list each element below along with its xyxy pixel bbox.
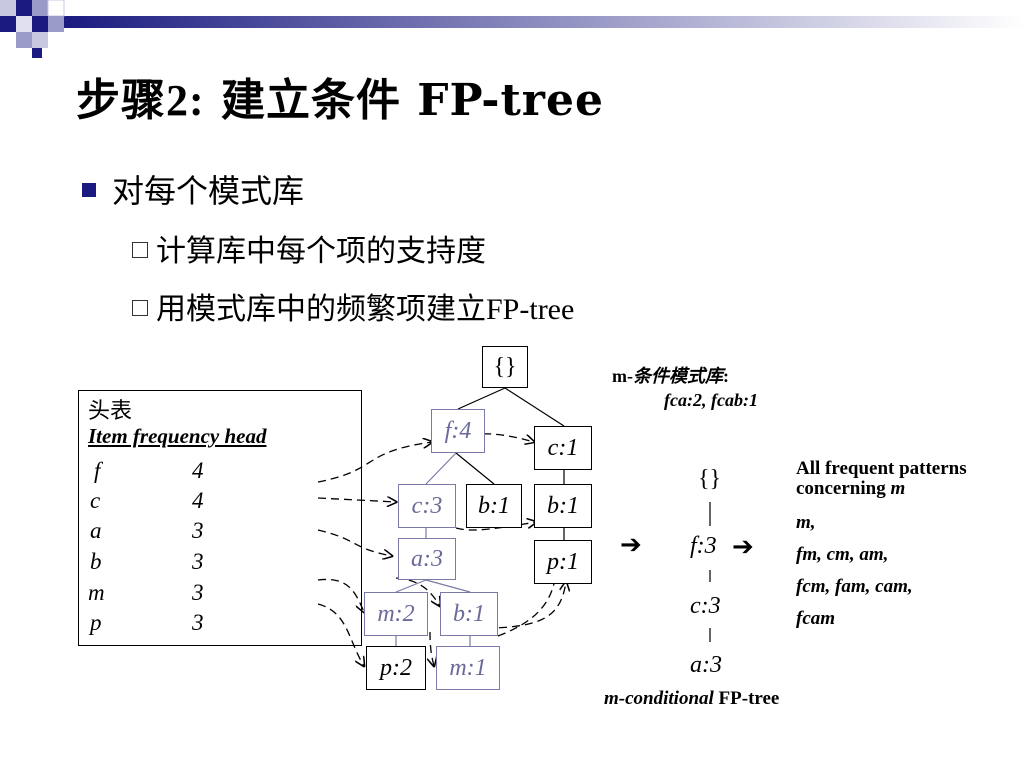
- cond-tree-caption-italic: m-conditional: [604, 688, 714, 709]
- bullet-level1-text: 对每个模式库: [112, 172, 305, 210]
- patterns-line3: fcm, fam, cam,: [796, 576, 913, 597]
- title-prefix: 步骤: [76, 75, 166, 126]
- tree-node-p2: p:2: [366, 646, 426, 690]
- patterns-heading-plain: concerning: [796, 478, 891, 499]
- bullet-level2-b-text: 用模式库中的频繁项建立: [156, 292, 486, 327]
- cond-tree-node-f3: f:3: [690, 533, 717, 559]
- cond-tree-caption: m-conditional FP-tree: [604, 688, 779, 710]
- pattern-base-label: m-条件模式库:: [612, 362, 729, 388]
- right-arrow-icon: ➔: [620, 530, 642, 560]
- header-table: [78, 390, 362, 646]
- patterns-heading-line2: concerning m: [796, 478, 905, 500]
- patterns-line2: fm, cm, am,: [796, 544, 889, 565]
- patterns-line4: fcam: [796, 608, 836, 629]
- tree-node-c1: c:1: [534, 426, 592, 470]
- bullet-level1: 对每个模式库: [82, 166, 304, 212]
- bullet-level2-b-term: FP-tree: [486, 293, 575, 326]
- pattern-base-prefix: m-: [612, 366, 633, 386]
- slide-title: 步骤2: 建立条件 FP-tree: [76, 64, 604, 128]
- pattern-base-title: 条件模式库: [633, 366, 723, 386]
- tree-node-m1: m:1: [436, 646, 500, 690]
- count-m: 3: [192, 580, 204, 605]
- bullet-level2-a-text: 计算库中每个项的支持度: [156, 234, 486, 269]
- square-bullet-icon: [82, 182, 96, 197]
- patterns-line1: m,: [796, 512, 816, 533]
- hollow-square-bullet-icon: [132, 242, 148, 258]
- pattern-base-values: fca:2, fcab:1: [664, 390, 758, 410]
- tree-node-p1: p:1: [534, 540, 592, 584]
- cond-tree-node-c3: c:3: [690, 593, 721, 619]
- tree-node-b1-mid: b:1: [466, 484, 522, 528]
- count-b: 3: [192, 549, 204, 574]
- item-p: p: [90, 610, 102, 635]
- title-step-number: 2:: [166, 76, 205, 125]
- tree-node-b1-low: b:1: [440, 592, 498, 636]
- item-b: b: [90, 549, 102, 574]
- count-a: 3: [192, 518, 204, 543]
- tree-root-node: {}: [482, 346, 528, 388]
- count-f: 4: [192, 458, 204, 483]
- item-f: f: [94, 458, 101, 483]
- item-c: c: [90, 488, 101, 513]
- patterns-heading-italic: m: [890, 478, 906, 499]
- item-m: m: [88, 580, 105, 605]
- bullet-level2-a: 计算库中每个项的支持度: [132, 226, 486, 270]
- tree-node-a3: a:3: [398, 538, 456, 580]
- cond-tree-node-a3: a:3: [690, 652, 722, 678]
- header-table-columns: Item frequency head: [88, 424, 267, 448]
- cond-tree-caption-plain: FP-tree: [713, 688, 780, 709]
- tree-node-f4: f:4: [431, 409, 485, 453]
- bullet-level2-b: 用模式库中的频繁项建立FP-tree: [132, 284, 574, 328]
- title-suffix: 建立条件 FP-tree: [204, 75, 604, 126]
- corner-decoration: [0, 0, 1024, 58]
- pattern-base-colon: :: [723, 366, 729, 386]
- tree-node-m2: m:2: [364, 592, 428, 636]
- cond-tree-root: {}: [698, 466, 722, 492]
- patterns-heading-line1: All frequent patterns: [796, 458, 967, 479]
- right-arrow-icon: ➔: [732, 532, 754, 562]
- tree-node-c3: c:3: [398, 484, 456, 528]
- hollow-square-bullet-icon: [132, 300, 148, 316]
- item-a: a: [90, 518, 102, 543]
- tree-node-b1-right: b:1: [534, 484, 592, 528]
- count-p: 3: [192, 610, 204, 635]
- header-table-title: 头表: [88, 399, 133, 424]
- count-c: 4: [192, 488, 204, 513]
